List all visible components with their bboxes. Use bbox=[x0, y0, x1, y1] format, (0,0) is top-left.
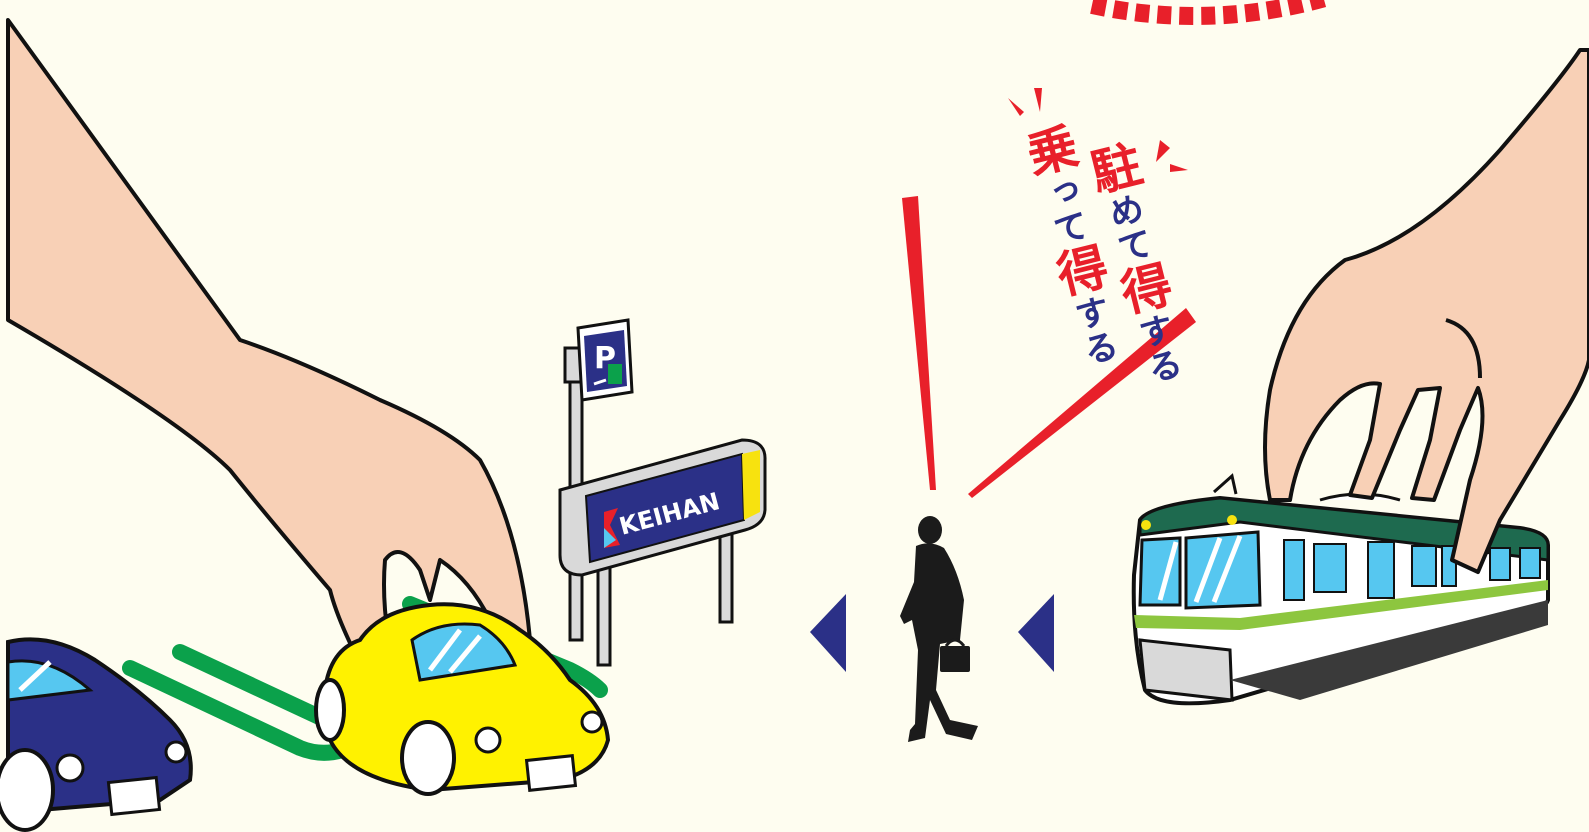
yellow-car bbox=[314, 602, 611, 796]
right-hand bbox=[1263, 48, 1589, 574]
left-hand bbox=[6, 18, 532, 702]
businessman-silhouette-icon bbox=[900, 516, 978, 742]
keihan-station-sign bbox=[558, 438, 767, 667]
decorative-dotted-arc bbox=[1090, 0, 1328, 25]
triangle-left-icon bbox=[1018, 594, 1054, 672]
emphasis-burst-lines bbox=[902, 88, 1196, 498]
right-hand-knuckle bbox=[1445, 318, 1482, 379]
keihan-train bbox=[1131, 473, 1550, 706]
triangle-left-icon bbox=[810, 594, 846, 672]
navy-car bbox=[0, 637, 193, 832]
parking-letter: P bbox=[594, 341, 616, 376]
